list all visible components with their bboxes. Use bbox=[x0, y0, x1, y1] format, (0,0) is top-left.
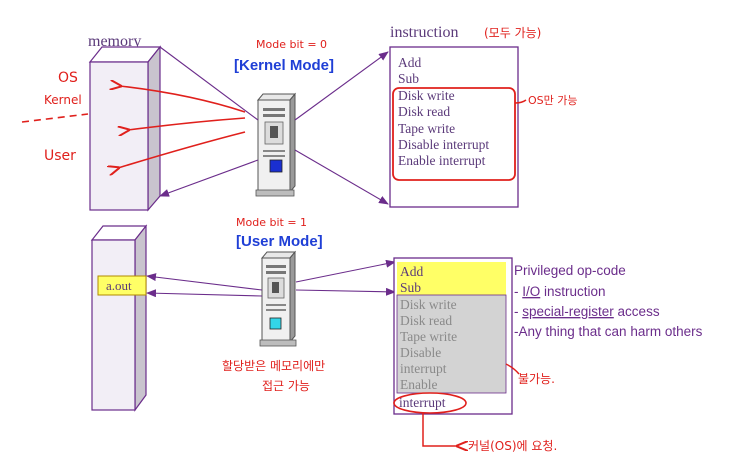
privileged-item-rest: access bbox=[614, 304, 660, 319]
kernel-instruction-item: Enable interrupt bbox=[398, 153, 486, 168]
os-annotation: OS bbox=[58, 70, 78, 86]
kernel-instruction-item: Disk read bbox=[398, 104, 450, 119]
blocked-instruction-item: Disable bbox=[400, 345, 441, 360]
blocked-instruction-item: Disk read bbox=[400, 313, 452, 328]
allowed-instructions-highlight bbox=[397, 262, 506, 295]
allocated-memory-note-line2: 접근 가능 bbox=[262, 379, 310, 393]
kernel-instruction-item: Sub bbox=[398, 71, 419, 86]
blocked-instruction-list: Disk write Disk read Tape write Disable … bbox=[400, 297, 457, 392]
kernel-annotation: Kernel bbox=[44, 93, 82, 107]
allowed-instruction-item: Sub bbox=[400, 280, 421, 295]
program-label: a.out bbox=[106, 278, 132, 293]
memory-red-arrows bbox=[118, 86, 246, 168]
memory-block-bottom bbox=[90, 224, 148, 412]
privileged-item-register: - special-register access bbox=[514, 304, 660, 319]
mode-bit-note-top: Mode bit = 0 bbox=[256, 38, 327, 51]
kernel-instruction-item: Disable interrupt bbox=[398, 137, 489, 152]
allowed-instruction-item: Add bbox=[400, 264, 423, 279]
server-tower-icon bbox=[259, 250, 297, 347]
user-annotation: User bbox=[44, 148, 76, 164]
privileged-item-underlined: special-register bbox=[522, 304, 614, 319]
instruction-label: instruction bbox=[390, 24, 458, 41]
kernel-request-note: 커널(OS)에 요청. bbox=[468, 439, 557, 453]
mode-bit-note-bottom: Mode bit = 1 bbox=[236, 216, 307, 229]
os-only-connector bbox=[514, 99, 527, 104]
allocated-memory-note-line1: 할당받은 메모리에만 bbox=[222, 359, 325, 373]
privileged-item-io: - I/O instruction bbox=[514, 284, 606, 299]
kernel-instruction-item: Tape write bbox=[398, 121, 455, 136]
all-allowed-note: (모두 가능) bbox=[484, 26, 541, 40]
os-only-note: OS만 가능 bbox=[528, 94, 578, 107]
memory-block-top bbox=[88, 45, 162, 212]
kernel-user-divider bbox=[21, 113, 89, 123]
kernel-instruction-item: Disk write bbox=[398, 88, 455, 103]
privileged-item-prefix: - bbox=[514, 304, 522, 319]
program-block bbox=[97, 275, 147, 296]
blocked-instruction-item: interrupt bbox=[400, 361, 447, 376]
kernel-instruction-list: Add Sub Disk write Disk read Tape write … bbox=[398, 55, 489, 168]
user-connection-lines bbox=[146, 259, 396, 298]
blocked-connector bbox=[505, 363, 520, 375]
blocked-instruction-item: Tape write bbox=[400, 329, 457, 344]
os-only-highlight bbox=[392, 87, 516, 181]
blocked-instruction-item: Disk write bbox=[400, 297, 457, 312]
trailing-instruction: interrupt bbox=[399, 395, 446, 410]
privileged-opcode-notes: Privileged op-code - I/O instruction - s… bbox=[514, 263, 703, 339]
blocked-note: 불가능. bbox=[518, 372, 555, 386]
kernel-instruction-item: Add bbox=[398, 55, 421, 70]
kernel-request-arrow bbox=[422, 413, 458, 446]
privileged-item-harm: -Any thing that can harm others bbox=[514, 324, 703, 339]
blocked-instruction-item: Enable bbox=[400, 377, 437, 392]
blocked-instructions-area bbox=[396, 294, 507, 394]
kernel-mode-title: [Kernel Mode] bbox=[234, 57, 334, 74]
server-tower-icon bbox=[255, 92, 297, 197]
kernel-connection-lines bbox=[159, 46, 389, 205]
memory-label: memory bbox=[88, 33, 141, 50]
privileged-item-underlined: I/O bbox=[522, 284, 540, 299]
privileged-title: Privileged op-code bbox=[514, 263, 626, 278]
privileged-item-prefix: - bbox=[514, 284, 522, 299]
privileged-item-rest: instruction bbox=[540, 284, 605, 299]
user-mode-title: [User Mode] bbox=[236, 233, 323, 250]
interrupt-circle bbox=[393, 392, 467, 414]
